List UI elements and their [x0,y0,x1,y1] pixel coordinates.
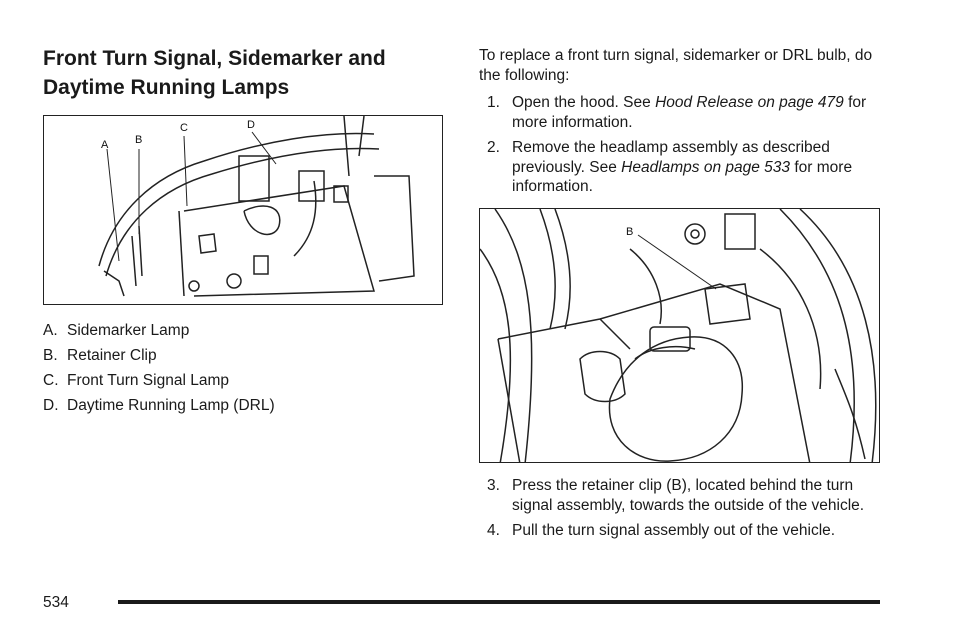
figure-legend: A. Sidemarker Lamp B. Retainer Clip C. F… [43,318,443,418]
legend-item: C. Front Turn Signal Lamp [43,368,443,393]
step-text: Remove the headlamp assembly as describe… [512,139,853,195]
intro-paragraph: To replace a front turn signal, sidemark… [479,47,873,84]
legend-label: Front Turn Signal Lamp [67,372,229,389]
step-item: 2. Remove the headlamp assembly as descr… [487,138,880,197]
step-text: Pull the turn signal assembly out of the… [512,522,836,539]
legend-item: B. Retainer Clip [43,343,443,368]
step-number: 4. [487,522,500,539]
cross-reference-link: Hood Release on page 479 [655,94,844,111]
legend-letter: D. [43,397,59,414]
legend-letter: C. [43,372,59,389]
step-text: Press the retainer clip (B), located beh… [512,477,865,514]
legend-letter: A. [43,322,58,339]
page-number: 534 [43,594,69,611]
footer-rule [118,600,880,604]
legend-item: A. Sidemarker Lamp [43,318,443,343]
step-number: 1. [487,94,500,111]
callout-c: C [180,122,188,134]
step-item: 3. Press the retainer clip (B), located … [487,476,880,515]
steps-list: 1. Open the hood. See Hood Release on pa… [487,93,880,203]
cross-reference-link: Headlamps on page 533 [621,158,791,176]
retainer-clip-illustration: B [479,208,880,463]
step-number: 3. [487,477,500,494]
section-title: Front Turn Signal, Sidemarker and Daytim… [43,47,386,99]
callout-b: B [626,226,633,238]
legend-item: D. Daytime Running Lamp (DRL) [43,393,443,418]
callout-a: A [101,139,109,151]
callout-d: D [247,119,255,131]
legend-letter: B. [43,347,58,364]
legend-label: Retainer Clip [67,347,157,364]
step-text: Open the hood. See Hood Release on page … [512,94,867,131]
legend-label: Daytime Running Lamp (DRL) [67,397,275,414]
step-item: 1. Open the hood. See Hood Release on pa… [487,93,880,132]
lamp-assembly-illustration: A B C D [43,115,443,305]
callout-b: B [135,134,142,146]
step-number: 2. [487,139,500,156]
step-item: 4. Pull the turn signal assembly out of … [487,521,880,541]
steps-list: 3. Press the retainer clip (B), located … [487,476,880,547]
legend-label: Sidemarker Lamp [67,322,190,339]
